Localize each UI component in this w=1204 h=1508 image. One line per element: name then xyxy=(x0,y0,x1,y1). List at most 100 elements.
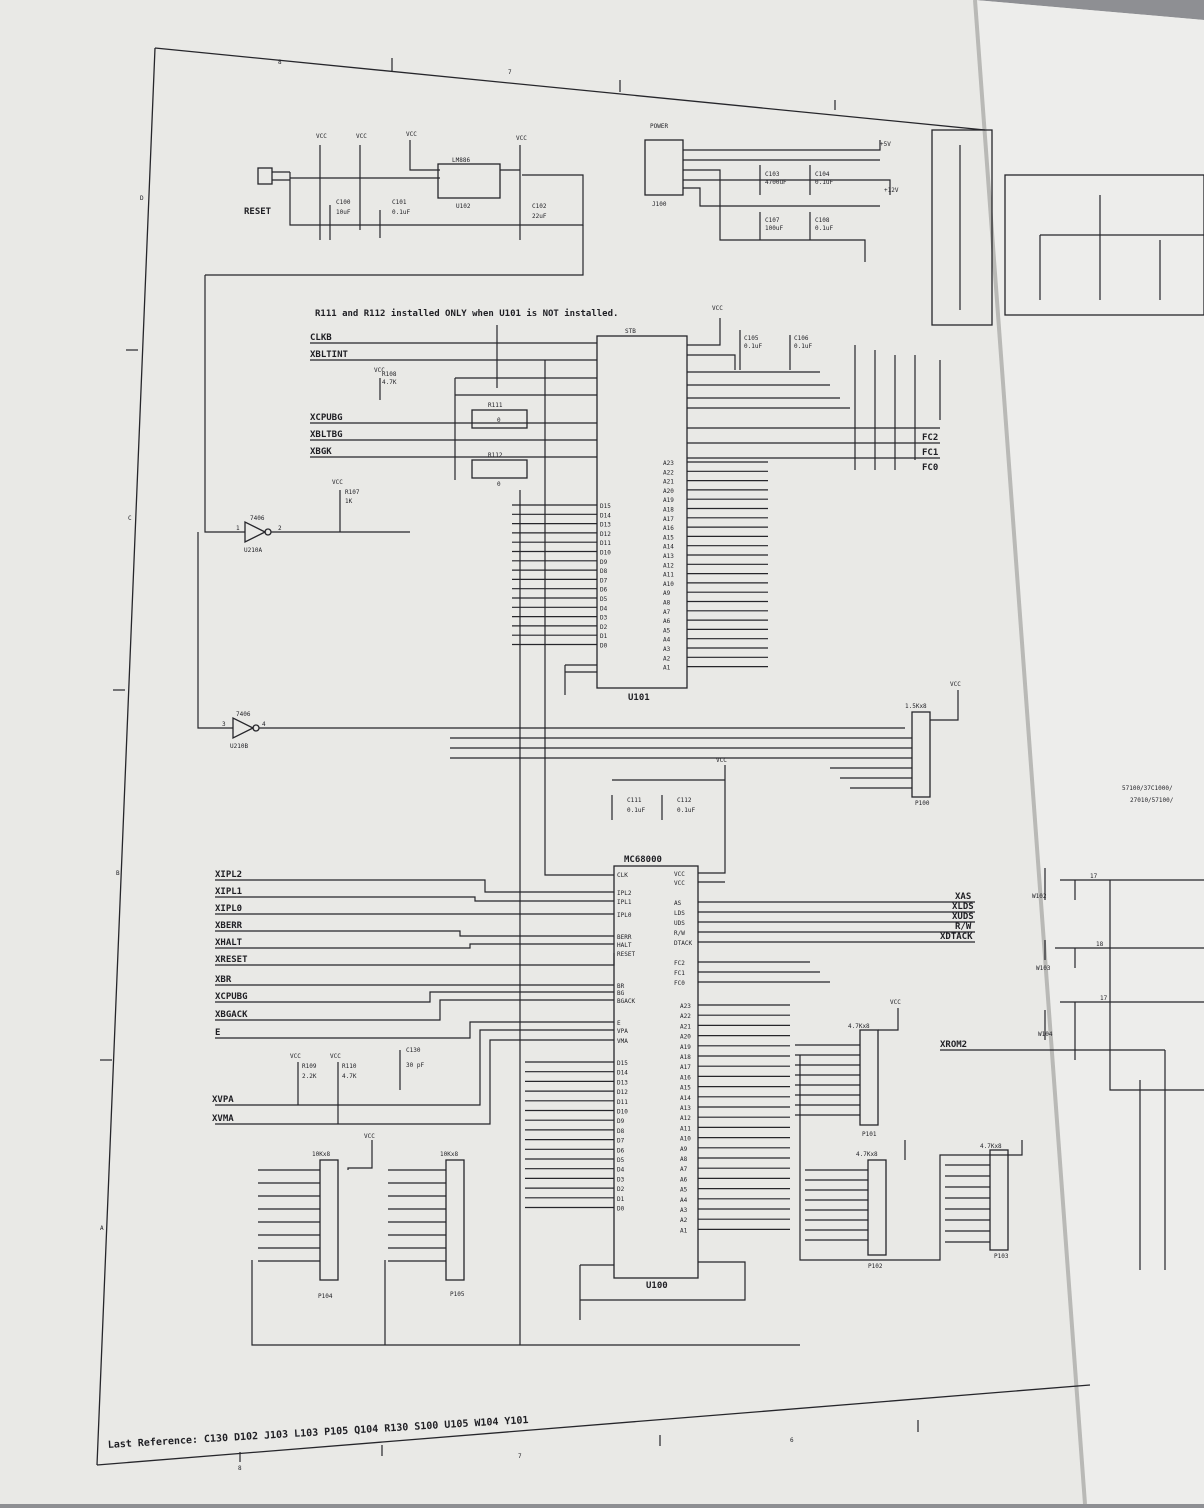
svg-text:VCC: VCC xyxy=(516,135,527,142)
svg-text:C100: C100 xyxy=(336,199,351,206)
u101-pin-a14: A14 xyxy=(663,544,674,551)
sig-xas: XAS xyxy=(955,892,971,902)
u100-pin-a14: A14 xyxy=(680,1095,691,1102)
u100-pin-bgack: BGACK xyxy=(617,998,635,1005)
svg-text:4.7K: 4.7K xyxy=(382,379,397,386)
u101-pin-a7: A7 xyxy=(663,609,671,616)
u100-pin-a8: A8 xyxy=(680,1156,688,1163)
u101-pin-a8: A8 xyxy=(663,600,671,607)
border-col-8-bottom: 8 xyxy=(238,1465,242,1472)
sig-xipl0: XIPL0 xyxy=(215,904,242,914)
u100-pin-d13: D13 xyxy=(617,1079,628,1086)
svg-text:P100: P100 xyxy=(915,800,930,807)
svg-text:+12V: +12V xyxy=(884,187,899,194)
gate-u210a: 7406 U210A 1 2 R107 1K VCC xyxy=(204,225,584,554)
svg-text:VCC: VCC xyxy=(332,479,343,486)
u101-pin-a16: A16 xyxy=(663,525,674,532)
svg-text:VCC: VCC xyxy=(290,1053,301,1060)
u100-pin-a5: A5 xyxy=(680,1187,688,1194)
u100-chip: MC68000 U100 VCC C111 0.1uF C112 0.1uF C… xyxy=(215,360,975,1320)
svg-text:R111: R111 xyxy=(488,402,503,409)
right-page xyxy=(975,0,1204,1504)
sig-fc2-out: FC2 xyxy=(922,433,938,443)
u101-pin-d13: D13 xyxy=(600,522,611,529)
u100-pin-a21: A21 xyxy=(680,1023,691,1030)
sig-xberr: XBERR xyxy=(215,921,243,931)
u100-pin-a9: A9 xyxy=(680,1146,688,1153)
pack-p104: 10Kx8 P104 xyxy=(312,1151,339,1300)
u100-pin-ipl0: IPL0 xyxy=(617,912,632,919)
u100-pin-lds: LDS xyxy=(674,910,685,917)
u101-pin-a2: A2 xyxy=(663,655,671,662)
install-note: R111 and R112 installed ONLY when U101 i… xyxy=(315,308,618,319)
u100-part: MC68000 xyxy=(624,855,662,865)
u101-pin-a3: A3 xyxy=(663,646,671,653)
svg-text:P101: P101 xyxy=(862,1131,877,1138)
border-col-7-top: 7 xyxy=(508,69,512,76)
svg-text:0: 0 xyxy=(497,481,501,488)
svg-text:U102: U102 xyxy=(456,203,471,210)
sig-xcpubg-1: XCPUBG xyxy=(310,413,343,423)
u100-pin-as: AS xyxy=(674,900,682,907)
u101-pin-d1: D1 xyxy=(600,633,608,640)
r112 xyxy=(471,459,528,479)
u101-pin-a1: A1 xyxy=(663,665,671,672)
svg-text:0.1uF: 0.1uF xyxy=(794,343,812,350)
u100-pin-a1: A1 xyxy=(680,1227,688,1234)
u101-pin-d0: D0 xyxy=(600,643,608,650)
pack-p105: 10Kx8 P105 xyxy=(440,1151,465,1298)
svg-text:+5V: +5V xyxy=(880,141,891,148)
u101-pin-a17: A17 xyxy=(663,516,674,523)
u100-pin-d10: D10 xyxy=(617,1109,628,1116)
svg-text:1: 1 xyxy=(236,525,240,532)
sig-xbltbg: XBLTBG xyxy=(310,430,343,440)
pullups-vpa-vma: R109 2.2K R110 4.7K VCC VCC xyxy=(290,1053,357,1124)
svg-text:U210B: U210B xyxy=(230,743,248,750)
border-col-8-top: 8 xyxy=(278,59,282,66)
u100-pin-a13: A13 xyxy=(680,1105,691,1112)
u101-pin-a21: A21 xyxy=(663,479,674,486)
sig-xvpa: XVPA xyxy=(212,1095,234,1105)
svg-text:10uF: 10uF xyxy=(336,209,351,216)
svg-text:VCC: VCC xyxy=(330,1053,341,1060)
svg-text:3: 3 xyxy=(222,721,226,728)
sig-xreset: XRESET xyxy=(215,955,248,965)
u100-pin-d6: D6 xyxy=(617,1147,625,1154)
u101-pin-a6: A6 xyxy=(663,618,671,625)
u100-pin-d5: D5 xyxy=(617,1157,625,1164)
svg-text:22uF: 22uF xyxy=(532,213,547,220)
sig-xipl2: XIPL2 xyxy=(215,870,242,880)
rom-section: 57100/37C1000/ 27010/57100/ XROM2 W102 W… xyxy=(940,785,1204,1270)
pack-p103: 4.7Kx8 P103 xyxy=(980,1143,1009,1260)
svg-text:0.1uF: 0.1uF xyxy=(744,343,762,350)
pack-p102: 4.7Kx8 P102 xyxy=(856,1151,887,1270)
u101-pin-d11: D11 xyxy=(600,540,611,547)
pack-p100: 1.5Kx8 P100 VCC xyxy=(450,681,961,807)
u100-pin-d2: D2 xyxy=(617,1186,625,1193)
svg-text:VCC: VCC xyxy=(716,757,727,764)
pack-p101: 4.7Kx8 P101 VCC xyxy=(848,999,901,1138)
u100-pin-a22: A22 xyxy=(680,1013,691,1020)
svg-text:1K: 1K xyxy=(345,498,353,505)
u100-ref: U100 xyxy=(646,1281,668,1291)
u100-pin-a20: A20 xyxy=(680,1034,691,1041)
svg-text:R110: R110 xyxy=(342,1063,357,1070)
u101-pin-a5: A5 xyxy=(663,627,671,634)
reset-circuit: LM886 U102 RESET C100 10uF C101 0.1uF C1… xyxy=(244,131,584,240)
u101-pin-d10: D10 xyxy=(600,550,611,557)
svg-text:C108: C108 xyxy=(815,217,830,224)
u101-chip: STB U101 R111 0 R112 0 CLKB XBLTINT XCPU… xyxy=(310,305,941,703)
u100-pin-d4: D4 xyxy=(617,1167,625,1174)
u100-pin-d0: D0 xyxy=(617,1206,625,1213)
svg-text:R107: R107 xyxy=(345,489,360,496)
svg-text:0.1uF: 0.1uF xyxy=(815,225,833,232)
svg-text:4.7Kx8: 4.7Kx8 xyxy=(980,1143,1002,1150)
u100-pin-a16: A16 xyxy=(680,1074,691,1081)
u100-pin-d8: D8 xyxy=(617,1128,625,1135)
svg-text:C105: C105 xyxy=(744,335,759,342)
svg-text:P103: P103 xyxy=(994,1253,1009,1260)
u101-pin-d3: D3 xyxy=(600,615,608,622)
svg-text:W104: W104 xyxy=(1038,1031,1053,1038)
border-row-a: A xyxy=(100,1225,104,1232)
